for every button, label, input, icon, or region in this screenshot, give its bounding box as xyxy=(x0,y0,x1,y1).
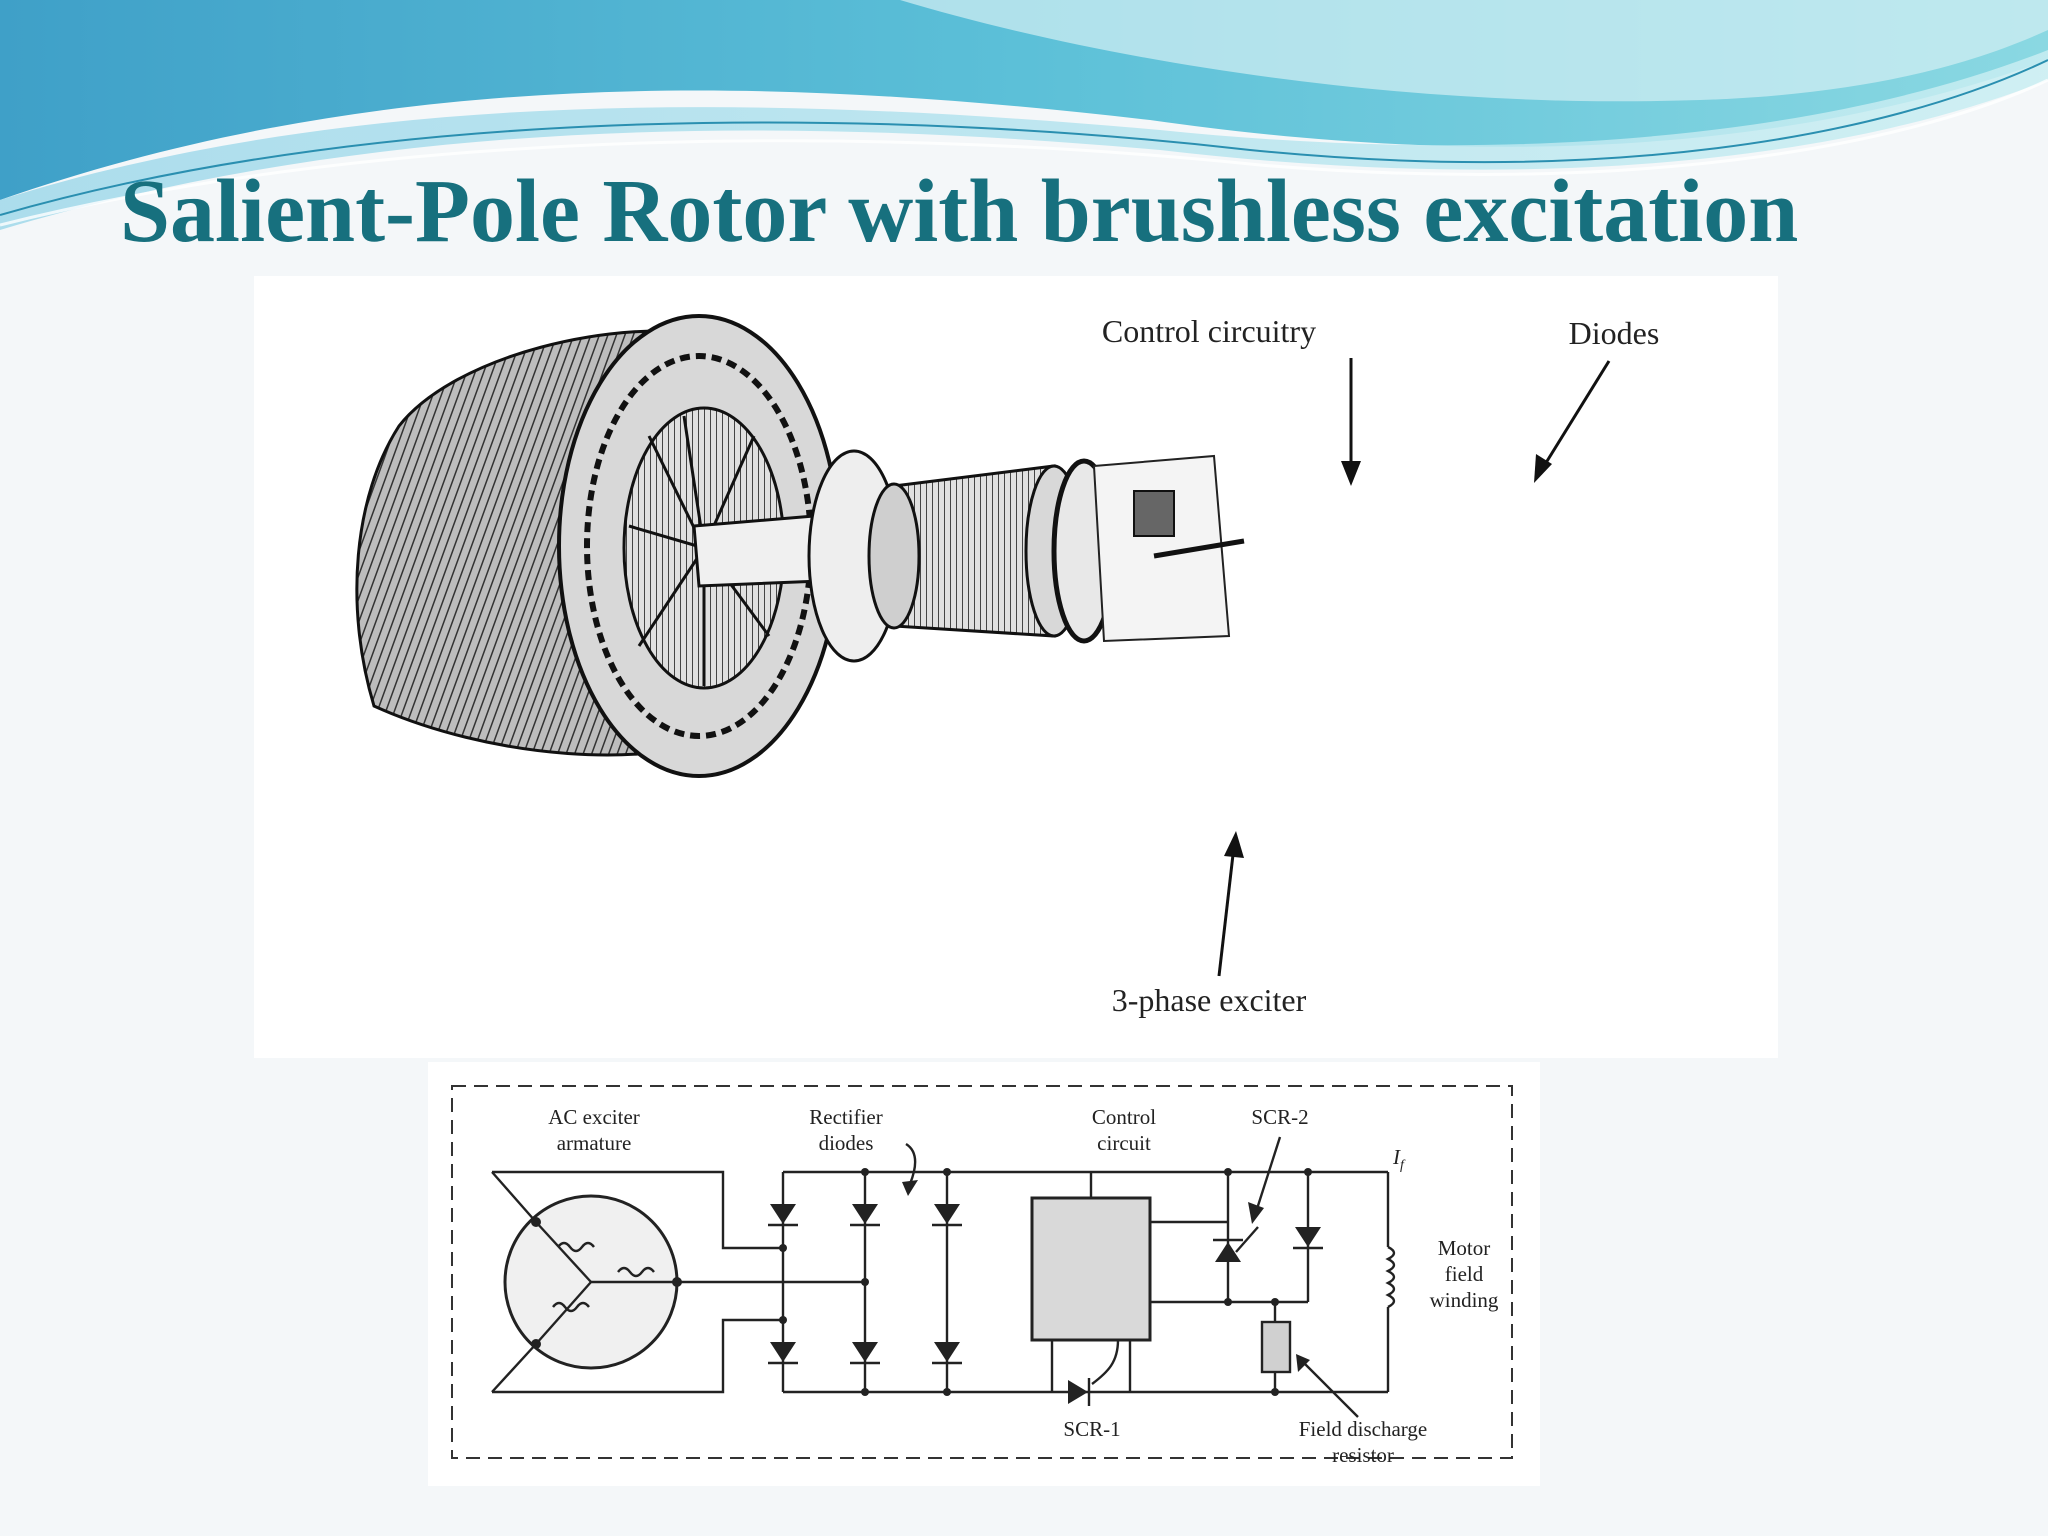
freewheel-diode xyxy=(1293,1227,1323,1250)
header-wave-banner xyxy=(0,0,2048,230)
motor-label-line2: field xyxy=(1445,1262,1484,1286)
exciter-label: 3-phase exciter xyxy=(1112,982,1307,1018)
motor-label-line3: winding xyxy=(1430,1288,1499,1312)
scr1-label: SCR-1 xyxy=(1063,1417,1120,1441)
if-label: If xyxy=(1392,1145,1406,1173)
discharge-label-line2: resistor xyxy=(1332,1443,1394,1467)
rectifier-label-line1: Rectifier xyxy=(809,1105,882,1129)
exciter-arrow xyxy=(1217,845,1236,977)
ac-exciter-label-line1: AC exciter xyxy=(548,1105,640,1129)
scr-1 xyxy=(1068,1339,1120,1406)
rectifier-diodes xyxy=(768,1168,962,1396)
ac-exciter-armature xyxy=(491,1171,682,1393)
rectifier-label-line2: diodes xyxy=(819,1131,874,1155)
discharge-label-line1: Field discharge xyxy=(1299,1417,1428,1441)
field-discharge-resistor xyxy=(1260,1320,1292,1374)
control-circuitry-label: Control circuitry xyxy=(1102,313,1316,349)
scr-2 xyxy=(1213,1226,1259,1262)
slide-title: Salient-Pole Rotor with brushless excita… xyxy=(120,162,1799,261)
brushless-excitation-circuit: AC exciter armature Rectifier diodes xyxy=(428,1062,1540,1486)
diodes-arrow xyxy=(1542,360,1611,467)
diodes-label: Diodes xyxy=(1569,315,1660,351)
rotor-illustration: Control circuitry Diodes 3-phase exciter xyxy=(254,276,1778,1058)
control-circuit-block xyxy=(1030,1196,1152,1342)
motor-field-winding xyxy=(1385,1245,1396,1309)
control-circuit-label-line1: Control xyxy=(1092,1105,1156,1129)
circuit-border xyxy=(451,1085,1513,1459)
scr2-label: SCR-2 xyxy=(1251,1105,1308,1129)
control-circuit-label-line2: circuit xyxy=(1097,1131,1151,1155)
motor-label-line1: Motor xyxy=(1438,1236,1491,1260)
rotor-body xyxy=(355,314,1245,778)
ac-exciter-label-line2: armature xyxy=(557,1131,632,1155)
